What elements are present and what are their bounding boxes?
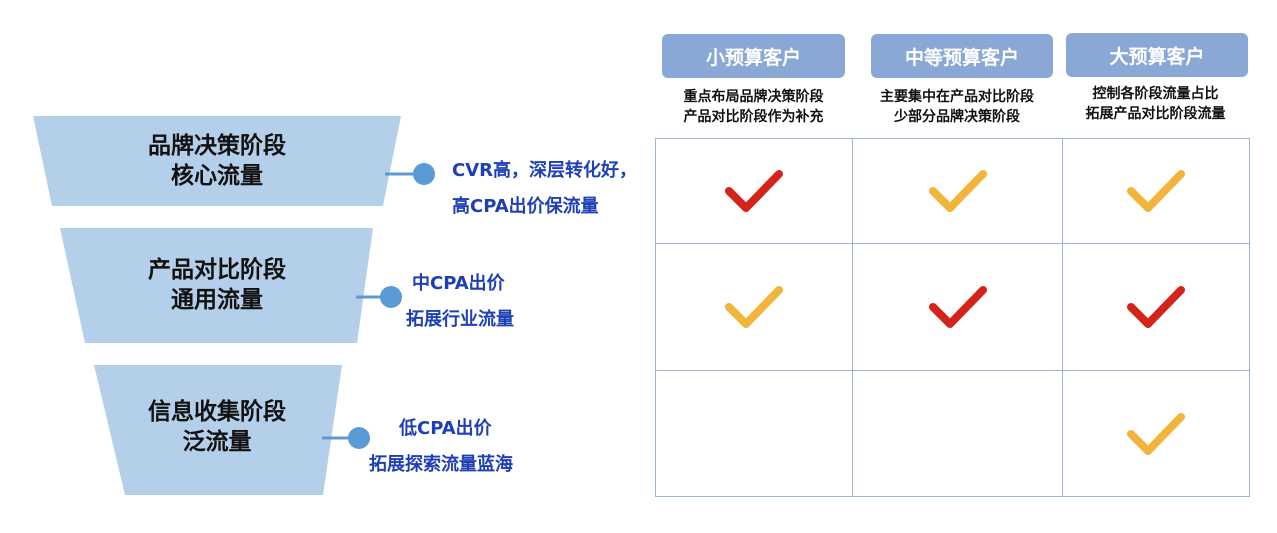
connector-dot-2 — [380, 286, 402, 308]
column-2-description: 主要集中在产品对比阶段 少部分品牌决策阶段 — [852, 87, 1062, 127]
column-2-desc-line2: 少部分品牌决策阶段 — [894, 109, 1020, 125]
column-3-desc-line2: 拓展产品对比阶段流量 — [1085, 106, 1226, 122]
column-1-title: 小预算客户 — [705, 46, 801, 69]
connector-dot-1 — [413, 163, 435, 185]
stage-2-name: 产品对比阶段 — [148, 257, 286, 283]
funnel-stage-2-shape — [60, 228, 373, 343]
column-2-title: 中等预算客户 — [904, 46, 1019, 69]
matrix-cell-r1-c1 — [655, 138, 853, 244]
connector-dot-3 — [348, 427, 370, 449]
matrix-cell-r3-c3 — [1062, 370, 1250, 497]
note-3-line2: 拓展探索流量蓝海 — [369, 454, 513, 475]
check-icon — [725, 170, 783, 212]
stage-3-name: 信息收集阶段 — [148, 399, 286, 425]
note-3-line1: 低CPA出价 — [399, 418, 492, 439]
column-3-desc-line1: 控制各阶段流量占比 — [1092, 86, 1219, 102]
funnel-stage-3-shape — [94, 365, 342, 495]
matrix-cell-r3-c1 — [655, 370, 853, 497]
column-2-desc-line1: 主要集中在产品对比阶段 — [880, 89, 1034, 105]
stage-1-name: 品牌决策阶段 — [148, 133, 286, 159]
funnel — [33, 116, 435, 495]
funnel-note-1: CVR高，深层转化好， 高CPA出价保流量 — [452, 153, 637, 225]
note-2-line2: 拓展行业流量 — [406, 309, 514, 330]
check-icon — [1127, 412, 1185, 455]
column-3-title: 大预算客户 — [1109, 45, 1205, 68]
note-2-line1: 中CPA出价 — [412, 273, 505, 294]
stage-2-traffic: 通用流量 — [171, 287, 263, 313]
matrix-cell-r2-c1 — [655, 243, 853, 371]
funnel-stage-2-label: 产品对比阶段 通用流量 — [97, 255, 337, 315]
column-3-description: 控制各阶段流量占比 拓展产品对比阶段流量 — [1062, 84, 1249, 124]
check-icon — [1127, 170, 1185, 212]
check-icon — [928, 286, 987, 328]
check-icon — [1127, 286, 1185, 328]
funnel-stage-1-label: 品牌决策阶段 核心流量 — [97, 131, 337, 191]
funnel-stage-3-label: 信息收集阶段 泛流量 — [97, 397, 337, 457]
funnel-note-3: 低CPA出价 拓展探索流量蓝海 — [369, 411, 513, 483]
column-1-desc-line1: 重点布局品牌决策阶段 — [683, 89, 824, 105]
column-header-small-budget: 小预算客户 — [662, 34, 845, 78]
matrix-cell-r1-c2 — [852, 138, 1063, 244]
note-1-line2: 高CPA出价保流量 — [452, 196, 599, 217]
column-header-large-budget: 大预算客户 — [1066, 33, 1248, 77]
check-icon — [928, 170, 987, 212]
funnel-stage-1-shape — [33, 116, 401, 206]
check-icon — [725, 286, 783, 328]
matrix-cell-r3-c2 — [852, 370, 1063, 497]
column-1-desc-line2: 产品对比阶段作为补充 — [683, 109, 824, 125]
matrix-cell-r2-c3 — [1062, 243, 1250, 371]
funnel-note-2: 中CPA出价 拓展行业流量 — [406, 266, 514, 338]
stage-3-traffic: 泛流量 — [182, 429, 252, 455]
column-1-description: 重点布局品牌决策阶段 产品对比阶段作为补充 — [655, 87, 852, 127]
matrix-cell-r1-c3 — [1062, 138, 1250, 244]
column-header-medium-budget: 中等预算客户 — [871, 34, 1053, 78]
stage-1-traffic: 核心流量 — [171, 163, 263, 189]
note-1-line1: CVR高，深层转化好， — [452, 160, 638, 181]
matrix-cell-r2-c2 — [852, 243, 1063, 371]
